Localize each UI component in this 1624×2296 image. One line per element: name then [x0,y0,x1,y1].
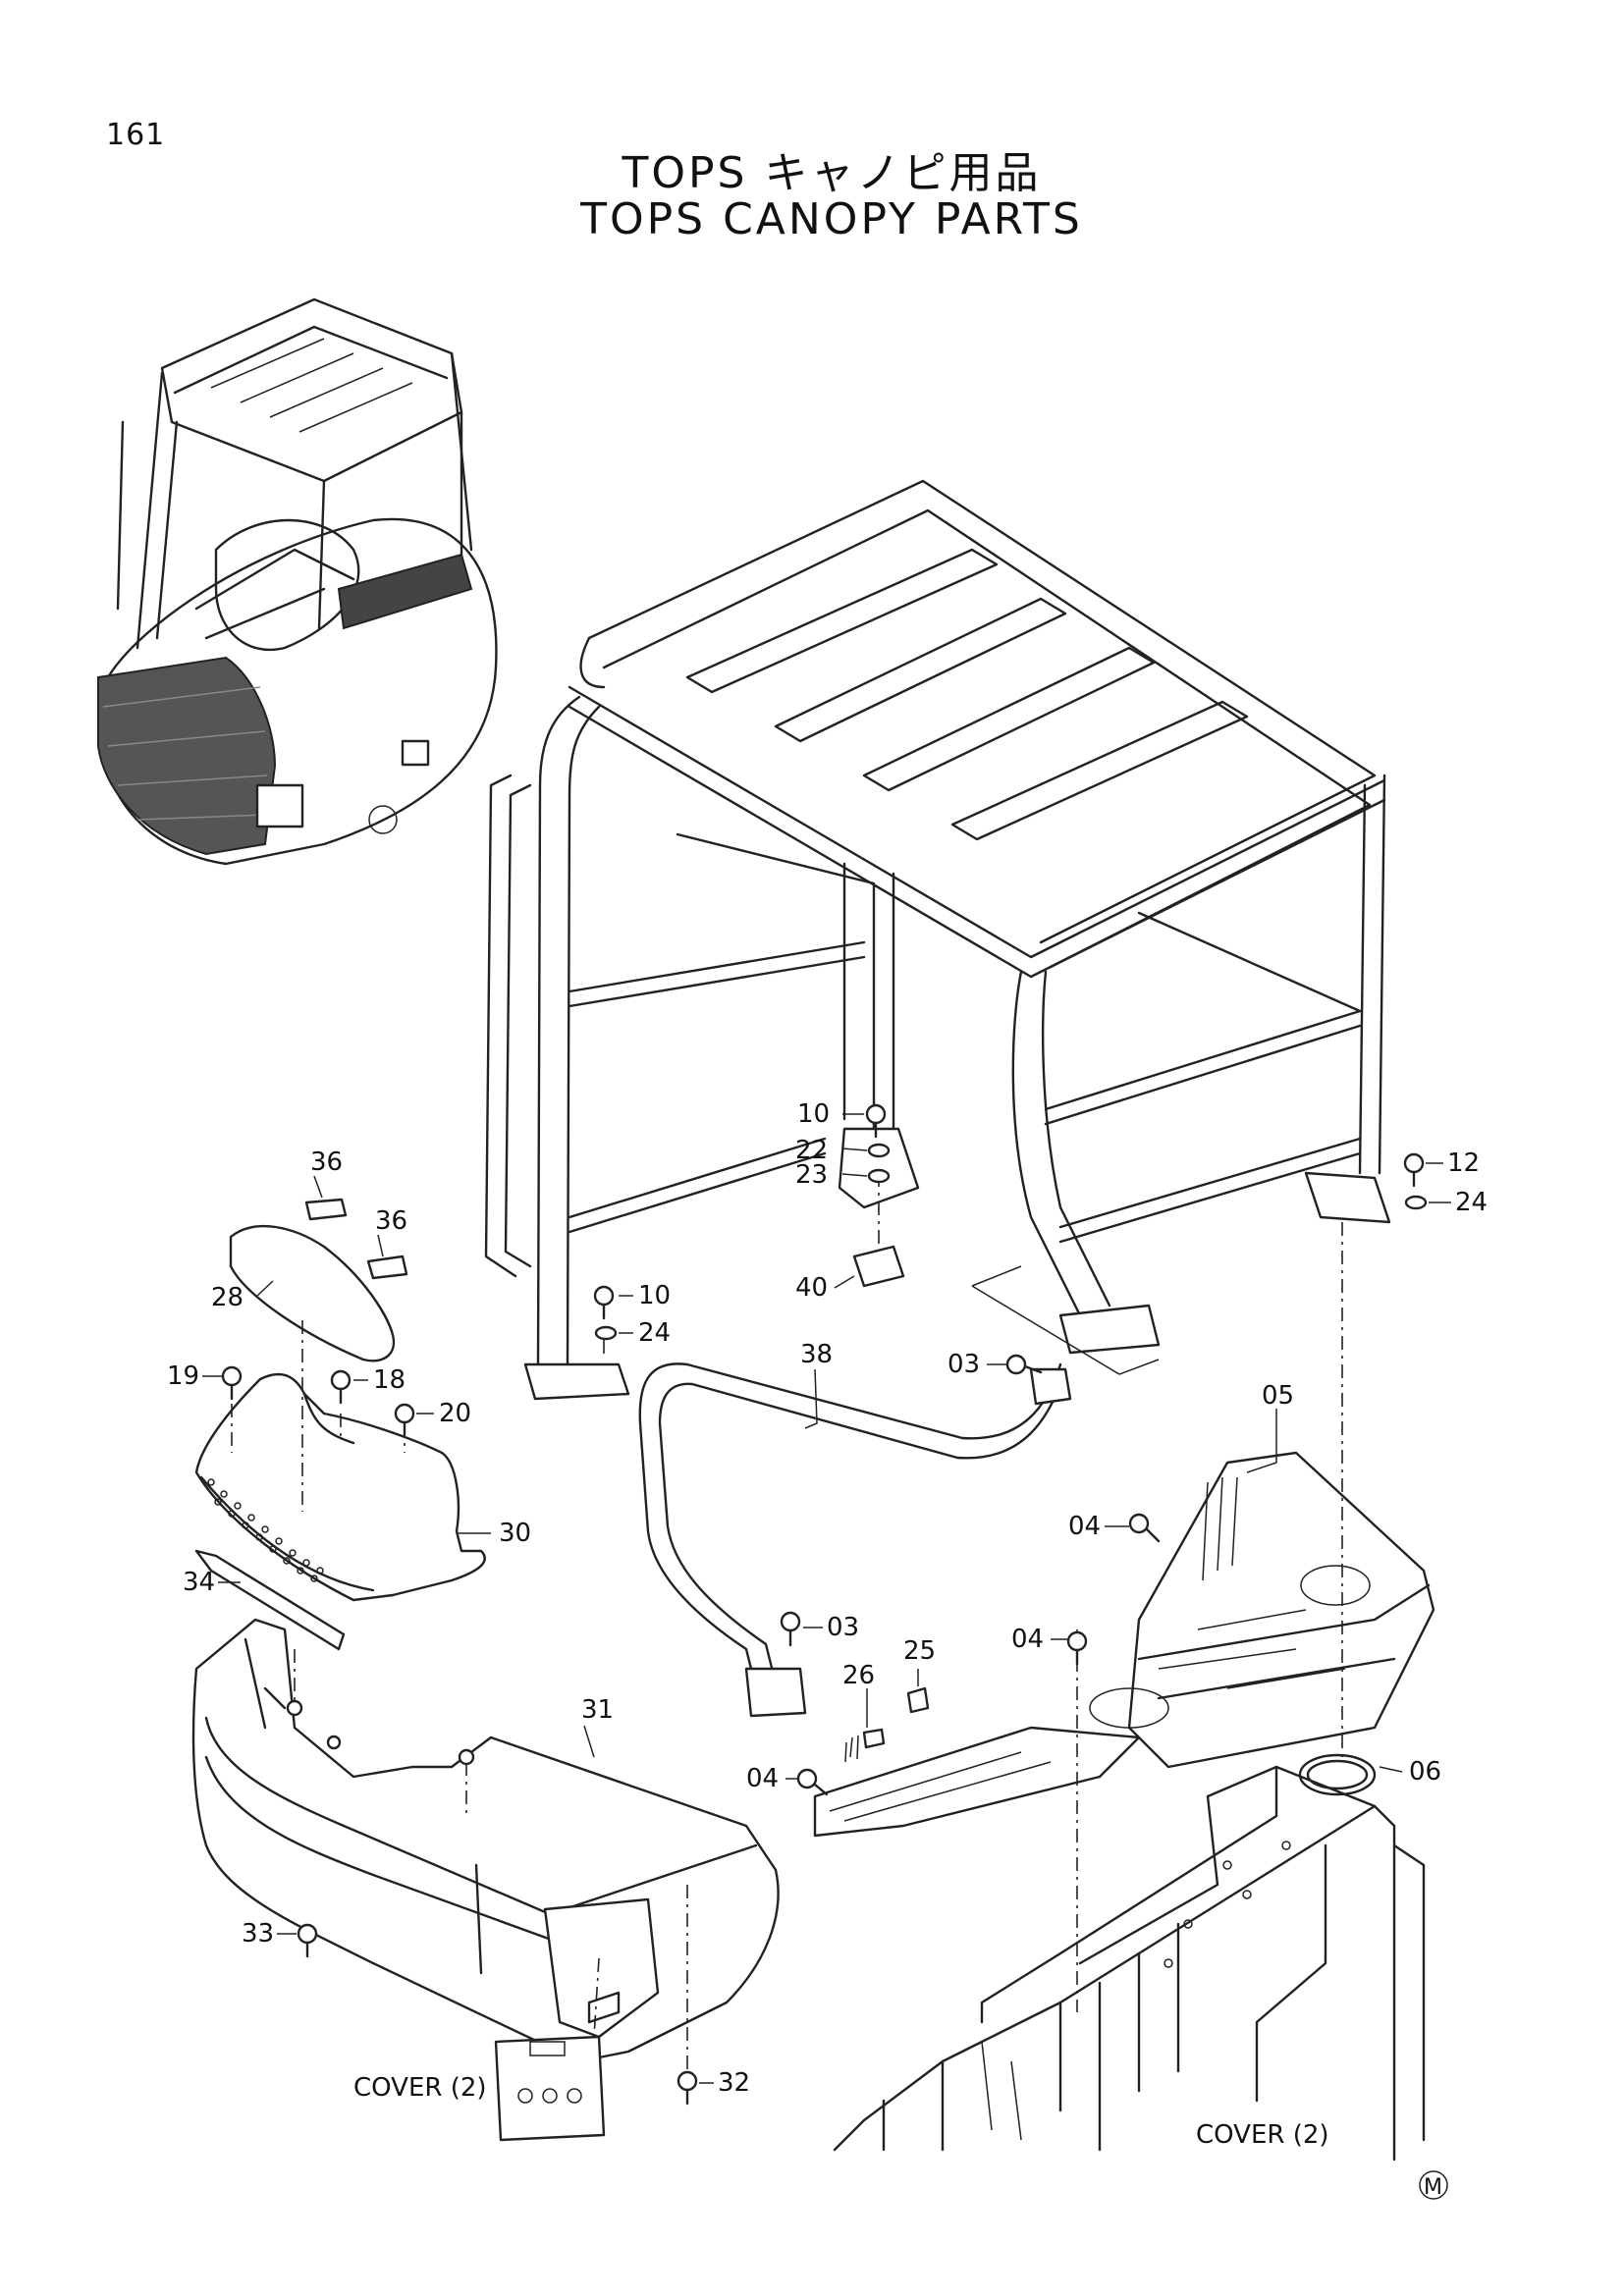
callout-32: 32 [718,2068,750,2098]
centerlines [231,1173,1343,2071]
callout-10b: 10 [638,1281,671,1310]
callout-40: 40 [795,1273,828,1303]
callout-19: 19 [167,1362,199,1391]
cover-label-left: COVER (2) [353,2073,487,2103]
washer-23 [867,1168,891,1184]
part-callouts: 36 36 28 19 18 20 30 34 31 33 32 10 22 2… [167,1099,1488,2150]
callout-26: 26 [842,1661,875,1690]
base-frame [833,1765,1426,2162]
cover-panel-left [494,2035,606,2142]
wire-harness-part [844,1728,886,1763]
page-number: 161 [106,118,166,152]
leader-lines [202,1113,1451,2084]
callout-23: 23 [795,1160,828,1190]
callout-36b: 36 [375,1206,407,1236]
canopy-frame [484,479,1391,1401]
bolt-32 [677,2070,698,2106]
bolt-04b [1066,1630,1088,1666]
callout-34: 34 [183,1568,215,1597]
callout-28: 28 [211,1283,244,1312]
callout-30: 30 [499,1519,531,1548]
counterweight [191,1618,780,2063]
callout-24b: 24 [1455,1188,1488,1217]
callout-03a: 03 [947,1350,980,1379]
handrail [638,1362,1062,1690]
plug-part [906,1686,930,1714]
bolt-19 [221,1365,243,1401]
ring-seal [1298,1753,1377,1796]
washer-22 [867,1143,891,1158]
callout-05: 05 [1262,1381,1294,1411]
callout-36a: 36 [310,1148,343,1177]
callout-20: 20 [439,1399,471,1428]
washer-24a [594,1325,618,1341]
revision-mark: M [1419,2170,1448,2200]
callout-18: 18 [373,1365,406,1395]
bolt-18 [330,1369,352,1405]
bolt-03a [1005,1354,1043,1375]
bolt-04c [796,1768,829,1796]
page-title-japanese: TOPS キャノピ用品 [622,148,1042,198]
callout-04a: 04 [1068,1512,1101,1541]
bolt-inner-1 [286,1699,303,1717]
callout-04b: 04 [1011,1625,1044,1654]
callout-31: 31 [581,1695,614,1725]
upper-cover-assembly [194,1198,486,1651]
fasteners [221,1103,1428,2106]
bolt-33 [297,1923,318,1958]
callout-10a: 10 [797,1099,830,1129]
revision-mark-letter: M [1424,2175,1442,2200]
page-title-english: TOPS CANOPY PARTS [580,194,1083,244]
bolt-20 [394,1403,415,1437]
bolt-10a [865,1103,887,1139]
callout-06: 06 [1409,1757,1441,1787]
cover-label-right: COVER (2) [1196,2120,1329,2150]
callout-33: 33 [242,1919,274,1949]
callout-04c: 04 [746,1764,779,1793]
bolt-03b [780,1611,801,1647]
machine-overview-illustration [97,297,498,866]
bolt-04a [1128,1513,1161,1543]
callout-22: 22 [795,1136,828,1165]
callout-38: 38 [800,1340,833,1369]
bolt-12 [1403,1152,1425,1188]
callout-03b: 03 [827,1613,859,1642]
bolt-10b [593,1285,615,1320]
callout-24a: 24 [638,1318,671,1348]
callout-12: 12 [1447,1148,1480,1178]
step-plate [813,1451,1435,1838]
bolt-inner-2 [458,1748,475,1766]
callout-25: 25 [903,1636,936,1666]
washer-24b [1404,1195,1428,1210]
bolt-inner-3 [326,1735,342,1750]
